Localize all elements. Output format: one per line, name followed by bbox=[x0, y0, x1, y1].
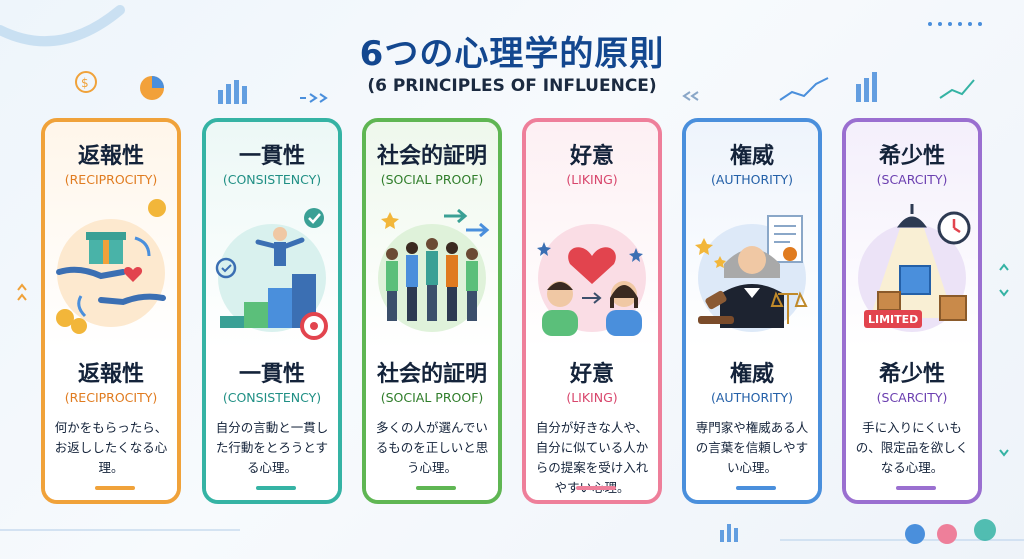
principle-card-liking: 好意 (LIKING) 好意 (LIKING) 自分が好きな人や、自分に似ている… bbox=[522, 118, 662, 504]
principle-description: 自分が好きな人や、自分に似ている人からの提案を受け入れやすい心理。 bbox=[535, 420, 649, 495]
principle-english-repeat: (LIKING) bbox=[566, 390, 618, 405]
principle-english-repeat: (SOCIAL PROOF) bbox=[380, 390, 484, 405]
principle-title: 好意 bbox=[569, 144, 614, 169]
principle-description: 専門家や権威ある人の言葉を信頼しやすい心理。 bbox=[695, 420, 809, 475]
card-accent-bar bbox=[736, 486, 776, 490]
principle-card-authority: 権威 (AUTHORITY) 権威 (AUTHORITY) 専門家や権威ある人の… bbox=[682, 118, 822, 504]
card-accent-bar bbox=[576, 486, 616, 490]
principle-description: 手に入りにくいもの、限定品を欲しくなる心理。 bbox=[855, 420, 969, 475]
principle-title: 社会的証明 bbox=[376, 144, 487, 169]
principle-english: (SOCIAL PROOF) bbox=[380, 172, 484, 187]
principle-description: 自分の言動と一貫した行動をとろうとする心理。 bbox=[215, 420, 329, 475]
staircase-goal-icon bbox=[215, 208, 328, 340]
page-subtitle: (6 PRINCIPLES OF INFLUENCE) bbox=[367, 76, 657, 96]
principle-description: 何かをもらったら、お返ししたくなる心理。 bbox=[54, 420, 168, 475]
principle-english: (LIKING) bbox=[566, 172, 618, 187]
principle-english: (AUTHORITY) bbox=[711, 172, 793, 187]
card-accent-bar bbox=[416, 486, 456, 490]
principle-title: 希少性 bbox=[878, 144, 945, 169]
limited-label: LIMITED bbox=[868, 313, 918, 326]
two-people-heart-icon bbox=[537, 224, 646, 336]
principle-english: (CONSISTENCY) bbox=[222, 172, 322, 187]
principle-card-scarcity: 希少性 (SCARCITY) LIMITED 希少性 (SCARCITY) 手に… bbox=[842, 118, 982, 504]
principle-english-repeat: (RECIPROCITY) bbox=[64, 390, 158, 405]
principle-title-repeat: 権威 bbox=[729, 362, 774, 387]
principle-title: 権威 bbox=[729, 144, 774, 169]
judge-icon bbox=[695, 215, 808, 332]
crowd-icon bbox=[378, 208, 490, 332]
card-accent-bar bbox=[95, 486, 135, 490]
page-title: 6つの心理学的原則 bbox=[359, 34, 665, 74]
svg-text:$: $ bbox=[81, 76, 89, 90]
principle-english-repeat: (CONSISTENCY) bbox=[222, 390, 322, 405]
principle-title-repeat: 一貫性 bbox=[238, 362, 305, 387]
gift-exchange-icon bbox=[56, 199, 166, 334]
principle-card-social-proof: 社会的証明 (SOCIAL PROOF) 社会的証明 (SOCIAL PROOF… bbox=[362, 118, 502, 504]
principle-title-repeat: 好意 bbox=[569, 362, 614, 387]
card-accent-bar bbox=[256, 486, 296, 490]
principle-english-repeat: (SCARCITY) bbox=[876, 390, 948, 405]
principle-english: (RECIPROCITY) bbox=[64, 172, 158, 187]
principle-english: (SCARCITY) bbox=[876, 172, 948, 187]
principle-card-consistency: 一貫性 (CONSISTENCY) 一貫性 (CONSISTENCY) 自分の言… bbox=[202, 118, 342, 504]
principle-title-repeat: 社会的証明 bbox=[376, 362, 487, 387]
principle-card-reciprocity: 返報性 (RECIPROCITY) 返報性 (RECIPROCITY) 何かをも… bbox=[41, 118, 181, 504]
limited-box-icon: LIMITED bbox=[858, 204, 971, 332]
principle-title-repeat: 返報性 bbox=[77, 362, 144, 387]
principle-title: 一貫性 bbox=[238, 144, 305, 169]
principle-title-repeat: 希少性 bbox=[878, 362, 945, 387]
card-accent-bar bbox=[896, 486, 936, 490]
principle-english-repeat: (AUTHORITY) bbox=[711, 390, 793, 405]
principle-title: 返報性 bbox=[77, 144, 144, 169]
principle-description: 多くの人が選んでいるものを正しいと思う心理。 bbox=[375, 420, 489, 475]
